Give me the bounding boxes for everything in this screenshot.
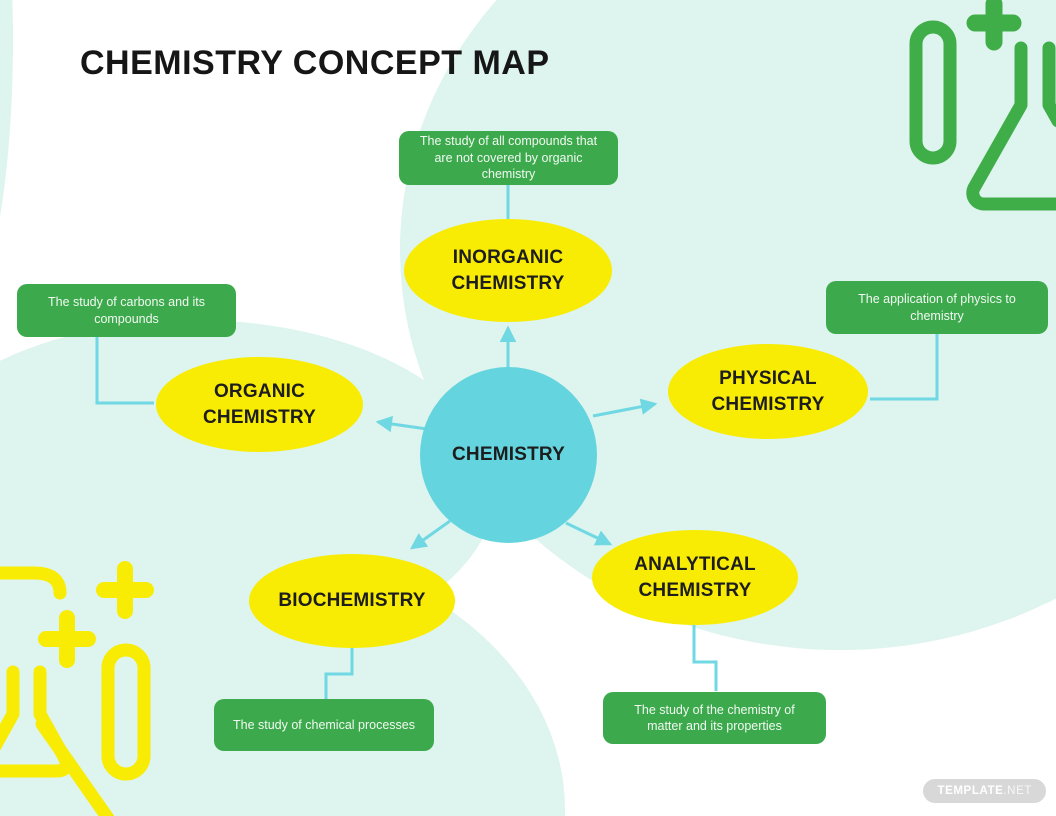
node-label: INORGANIC CHEMISTRY [451,247,565,294]
connector-organic-box [95,337,154,405]
connector-lines [95,185,939,699]
flask-test-tube-icon [909,0,1056,211]
node-biochemistry: BIOCHEMISTRY [249,554,455,648]
node-label: BIOCHEMISTRY [278,590,426,612]
description-text: The study of all compounds that are not … [419,134,598,182]
node-label: PHYSICAL CHEMISTRY [711,368,825,415]
arrow-to-physical [592,398,658,418]
watermark-suffix: .NET [1003,785,1032,797]
description-box-physical: The application of physics to chemistry [826,281,1048,334]
connector-analytical-box [692,624,718,691]
node-label: ANALYTICAL CHEMISTRY [634,554,756,601]
description-text: The study of carbons and its compounds [47,295,206,326]
template-net-watermark: TEMPLATE.NET [923,779,1046,803]
connector-biochemistry-box [324,648,354,699]
description-text: The application of physics to chemistry [858,292,1016,323]
description-box-inorganic: The study of all compounds that are not … [399,131,618,185]
center-node-label: CHEMISTRY [452,444,565,466]
page-title: CHEMISTRY CONCEPT MAP [80,44,550,82]
node-analytical-chemistry: ANALYTICAL CHEMISTRY [592,530,798,625]
radial-arrows [375,325,658,550]
node-chemistry-center: CHEMISTRY [420,367,597,543]
description-text: The study of the chemistry of matter and… [634,702,795,734]
arrow-to-organic [375,415,428,433]
description-box-biochemistry: The study of chemical processes [214,699,434,751]
node-organic-chemistry: ORGANIC CHEMISTRY [156,357,363,452]
description-box-organic: The study of carbons and its compounds [17,284,236,337]
arrow-to-analytical [565,521,613,546]
node-inorganic-chemistry: INORGANIC CHEMISTRY [404,219,612,322]
node-label: ORGANIC CHEMISTRY [203,381,316,428]
arrow-to-biochemistry [409,519,451,550]
description-box-analytical: The study of the chemistry of matter and… [603,692,826,744]
flask-test-tube-icon-yellow [0,561,154,816]
description-text: The study of chemical processes [232,717,416,732]
connector-physical-box [870,334,939,401]
watermark-brand: TEMPLATE [937,785,1004,797]
node-physical-chemistry: PHYSICAL CHEMISTRY [668,344,868,439]
